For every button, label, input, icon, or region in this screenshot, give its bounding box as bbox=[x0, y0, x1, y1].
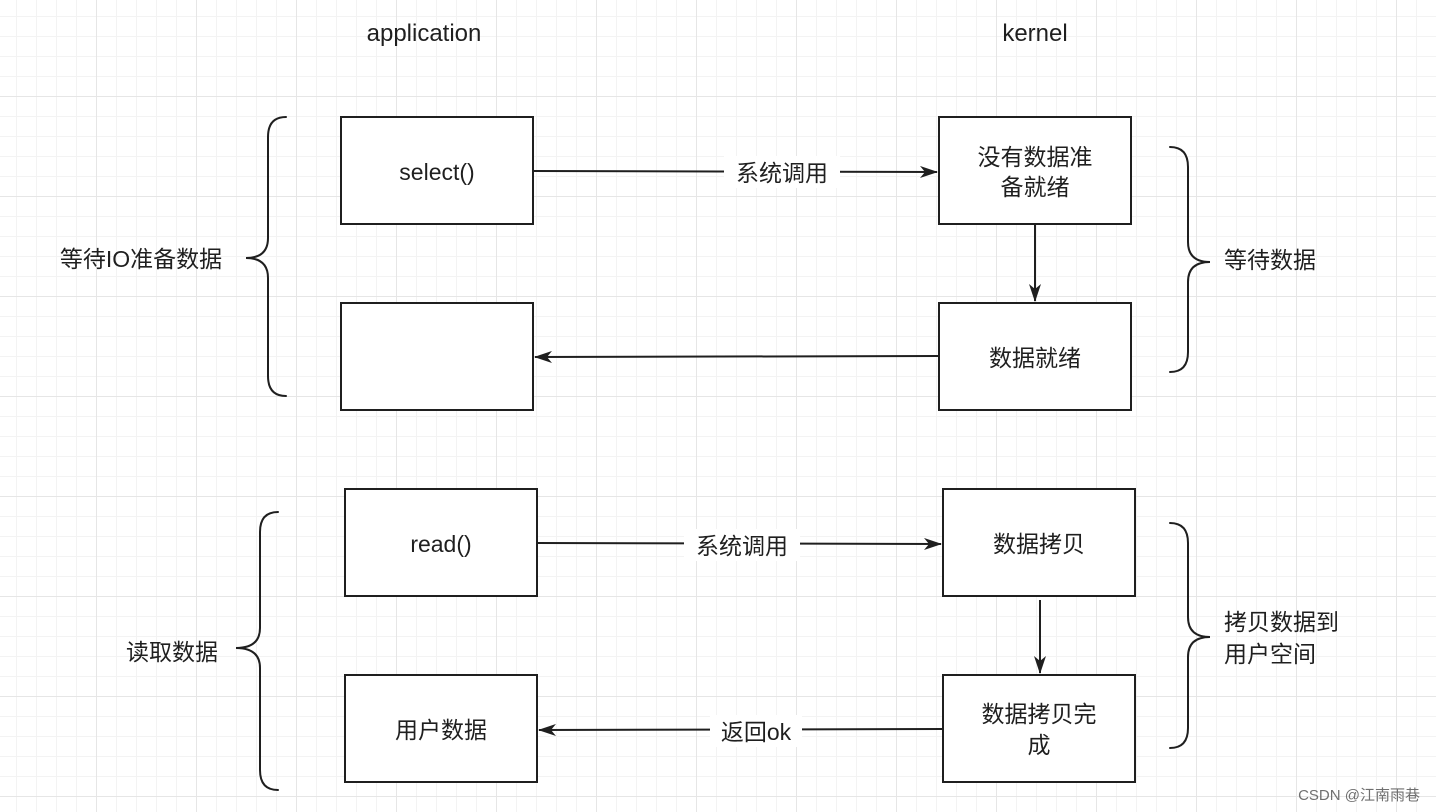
no-data-ready-label-line1: 没有数据准 bbox=[978, 144, 1093, 170]
watermark: CSDN @江南雨巷 bbox=[1298, 787, 1420, 804]
read-data-brace bbox=[235, 511, 279, 791]
user-data-label: 用户数据 bbox=[395, 717, 487, 743]
return-ok-label: 返回ok bbox=[721, 719, 792, 745]
wait-data-brace bbox=[1169, 146, 1211, 373]
wait-data-label: 等待数据 bbox=[1224, 247, 1316, 273]
wait-io-label: 等待IO准备数据 bbox=[60, 246, 222, 272]
syscall-label-bg-bottom bbox=[684, 529, 800, 561]
application-column-header: application bbox=[367, 20, 482, 47]
copy-to-user-label-line2: 用户空间 bbox=[1224, 641, 1316, 667]
data-copy-box bbox=[942, 488, 1136, 597]
syscall-label-bottom: 系统调用 bbox=[696, 533, 788, 559]
read-call-label: read() bbox=[410, 531, 471, 557]
select-call-label: select() bbox=[399, 159, 474, 185]
ready-return-arrow bbox=[534, 350, 940, 363]
no-data-ready-label-line2: 备就绪 bbox=[1001, 174, 1070, 200]
no-data-ready-box bbox=[938, 116, 1132, 225]
read-call-box bbox=[344, 488, 538, 597]
wait-io-brace bbox=[245, 116, 287, 397]
copy-to-user-label-line1: 拷贝数据到 bbox=[1224, 609, 1339, 635]
select-call-box bbox=[340, 116, 534, 225]
user-data-box bbox=[344, 674, 538, 783]
return-ok-label-bg bbox=[710, 715, 802, 747]
data-copy-label: 数据拷贝 bbox=[993, 531, 1085, 557]
syscall-label-top: 系统调用 bbox=[736, 160, 828, 186]
copy-to-user-brace bbox=[1169, 522, 1211, 749]
data-ready-box bbox=[938, 302, 1132, 411]
empty-return-box bbox=[340, 302, 534, 411]
kernel-column-header: kernel bbox=[1002, 20, 1067, 47]
read-data-label: 读取数据 bbox=[126, 639, 218, 665]
copy-done-label-line2: 成 bbox=[1028, 732, 1051, 758]
syscall-label-bg-top bbox=[724, 156, 840, 188]
copy-done-box bbox=[942, 674, 1136, 783]
copy-done-label-line1: 数据拷贝完 bbox=[982, 701, 1097, 727]
data-ready-label: 数据就绪 bbox=[989, 345, 1081, 371]
